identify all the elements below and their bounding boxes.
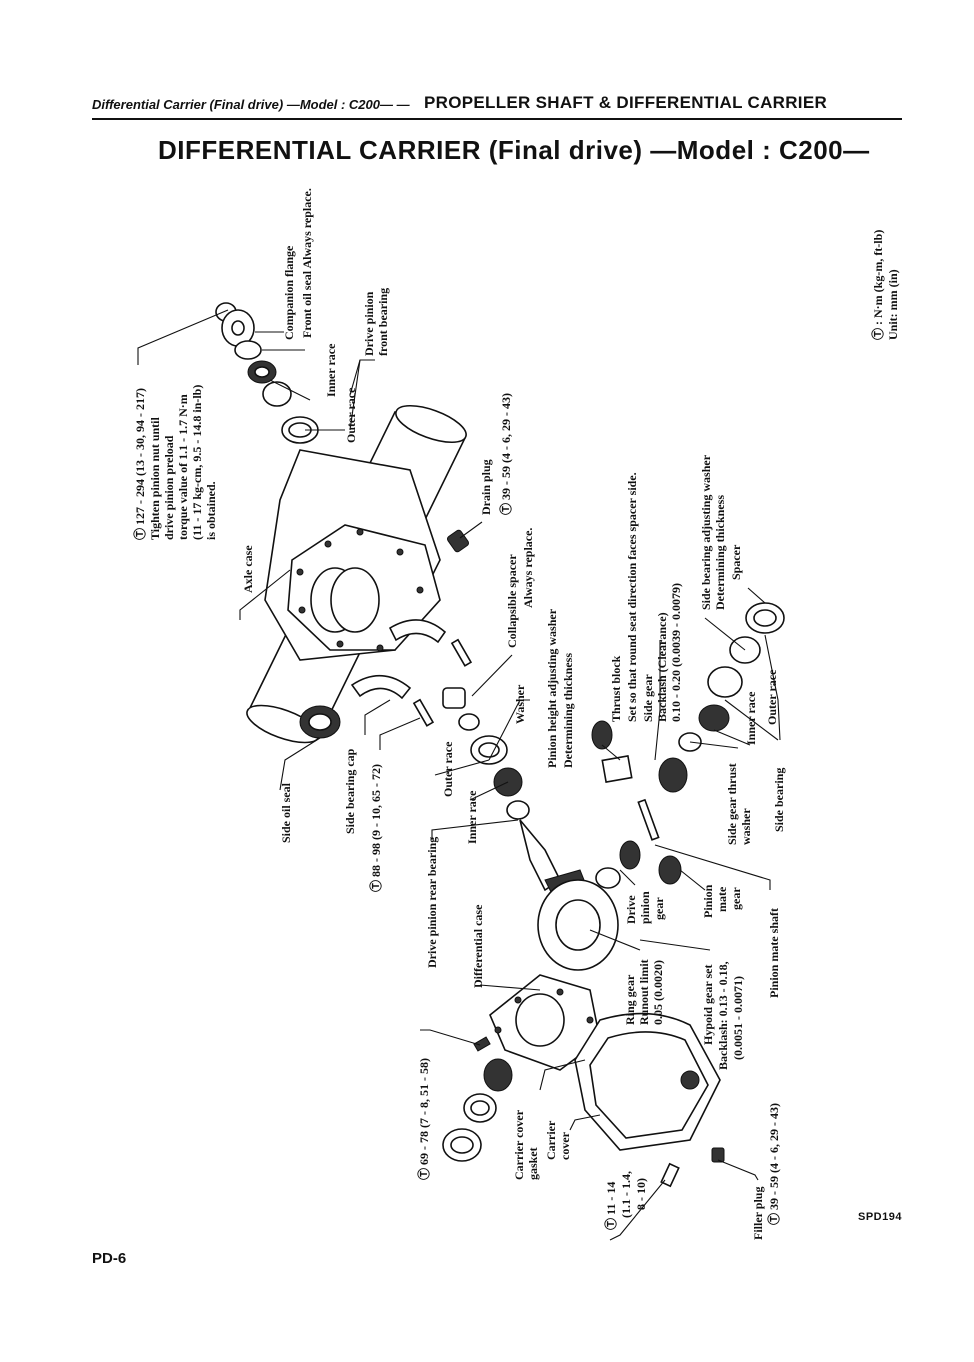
header-chapter-title: PROPELLER SHAFT & DIFFERENTIAL CARRIER xyxy=(424,93,828,112)
header-section-title: Differential Carrier (Final drive) —Mode… xyxy=(92,97,410,112)
label-side-bearing-cap: Side bearing cap xyxy=(343,748,357,834)
legend-unit: Unit: mm (in) xyxy=(886,269,900,340)
label-pinion-nut-note-2: drive pinion preload xyxy=(162,435,176,540)
label-outer-race-rear: Outer race xyxy=(441,741,455,797)
label-collapsible-spacer-2: Always replace. xyxy=(521,528,535,608)
labels: Companion flange Front oil seal Always r… xyxy=(132,188,900,1240)
drive-pinion-and-ring-gear-drawing xyxy=(519,819,621,971)
label-carrier-cover-1: Carrier xyxy=(544,1120,558,1160)
pinion-spacer-washer-drawing xyxy=(442,687,530,820)
label-side-gear-backlash-2: 0.10 - 0.20 (0.0039 - 0.0079) xyxy=(669,583,683,722)
label-inner-race-rear: Inner race xyxy=(465,790,479,844)
label-pinion-mate-shaft: Pinion mate shaft xyxy=(767,908,781,998)
label-drain-plug-torque: Ⓣ 39 - 59 (4 - 6, 29 - 43) xyxy=(498,393,513,515)
label-front-oil-seal: Front oil seal Always replace. xyxy=(300,188,314,338)
side-bearing-caps-drawing xyxy=(299,619,473,739)
label-side-bearing-washer-2: Determining thickness xyxy=(713,495,727,610)
label-pinion-nut-note-4: (11 - 17 kg-cm, 9.5 - 14.8 in-lb) xyxy=(190,385,204,540)
label-side-bearing: Side bearing xyxy=(772,768,786,832)
label-cover-bolt-torque-2: (1.1 - 1.4, xyxy=(619,1171,633,1218)
label-outer-race-side: Outer race xyxy=(765,669,779,725)
drain-plug-drawing xyxy=(446,529,470,553)
carrier-cover-drawing xyxy=(574,1012,725,1188)
label-drive-pinion-gear-2: pinion xyxy=(638,891,652,924)
label-pinion-nut-torque: Ⓣ 127 - 294 (13 - 30, 94 - 217) xyxy=(132,388,147,540)
label-cover-bolt-torque-3: 8 - 10) xyxy=(634,1178,648,1210)
label-carrier-cover-gasket-1: Carrier cover xyxy=(512,1109,526,1180)
label-diff-case-torque: Ⓣ 69 - 78 (7 - 8, 51 - 58) xyxy=(416,1058,431,1180)
label-thrust-block-2: Set so that round seat direction faces s… xyxy=(625,472,639,722)
label-axle-case: Axle case xyxy=(241,545,255,593)
label-filler-plug: Filler plug xyxy=(751,1187,765,1240)
front-pinion-parts-drawing xyxy=(215,302,319,444)
label-side-gear-thrust-washer-2: washer xyxy=(739,808,753,845)
header-rule xyxy=(92,118,902,120)
label-side-bearing-washer-1: Side bearing adjusting washer xyxy=(699,454,713,610)
label-inner-race-side: Inner race xyxy=(744,691,758,745)
label-hypoid-gear-set-2: Backlash: 0.13 - 0.18, xyxy=(716,961,730,1070)
label-side-oil-seal: Side oil seal xyxy=(279,782,293,843)
label-carrier-cover-2: cover xyxy=(558,1131,572,1160)
figure-code: SPD194 xyxy=(858,1211,902,1223)
label-side-gear-thrust-washer-1: Side gear thrust xyxy=(725,763,739,845)
label-pinion-height-washer-2: Determining thickness xyxy=(561,653,575,768)
label-drive-pinion-gear-3: gear xyxy=(652,897,666,920)
label-thrust-block-1: Thrust block xyxy=(609,655,623,722)
page-title: DIFFERENTIAL CARRIER (Final drive) —Mode… xyxy=(158,135,870,165)
label-hypoid-gear-set-1: Hypoid gear set xyxy=(701,965,715,1045)
label-pinion-mate-gear-1: Pinion xyxy=(701,884,715,918)
label-drive-pinion-gear-1: Drive xyxy=(624,895,638,924)
label-side-bearing-cap-torque: Ⓣ 88 - 98 (9 - 10, 65 - 72) xyxy=(368,764,383,892)
label-drain-plug: Drain plug xyxy=(479,459,493,515)
label-pinion-mate-gear-2: mate xyxy=(715,886,729,912)
side-bearing-left-drawing xyxy=(442,1058,513,1162)
label-washer: Washer xyxy=(513,684,527,724)
label-pinion-mate-gear-3: gear xyxy=(729,887,743,910)
label-pinion-height-washer-1: Pinion height adjusting washer xyxy=(545,608,559,768)
label-carrier-cover-gasket-2: gasket xyxy=(526,1147,540,1180)
label-inner-race-front: Inner race xyxy=(324,343,338,397)
label-side-gear: Side gear xyxy=(641,674,655,722)
label-drive-pinion-rear-bearing: Drive pinion rear bearing xyxy=(425,837,439,968)
label-ring-gear-2: Runout limit xyxy=(637,959,651,1025)
label-filler-plug-torque: Ⓣ 39 - 59 (4 - 6, 29 - 43) xyxy=(766,1103,781,1225)
legend-torque: Ⓣ : N·m (kg-m, ft-lb) xyxy=(870,230,885,340)
label-ring-gear-1: Ring gear xyxy=(623,974,637,1025)
label-collapsible-spacer-1: Collapsible spacer xyxy=(505,554,519,648)
label-pinion-nut-note-5: is obtained. xyxy=(204,481,218,540)
label-differential-case: Differential case xyxy=(471,904,485,988)
label-cover-bolt-torque-1: Ⓣ 11 - 14 xyxy=(603,1182,618,1230)
label-companion-flange: Companion flange xyxy=(282,245,296,340)
label-pinion-nut-note-3: torque value of 1.1 - 1.7 N·m xyxy=(176,394,190,540)
label-side-gear-backlash-1: Backlash (Clearance) xyxy=(655,612,669,722)
differential-case-drawing xyxy=(473,974,601,1071)
label-hypoid-gear-set-3: (0.0051 - 0.0071) xyxy=(731,976,745,1060)
page-number: PD-6 xyxy=(92,1250,127,1267)
label-ring-gear-3: 0.05 (0.0020) xyxy=(651,960,665,1025)
leader-lines xyxy=(137,309,781,1241)
label-outer-race-front: Outer race xyxy=(344,387,358,443)
label-spacer: Spacer xyxy=(729,544,743,580)
label-drive-pinion-front-bearing-2: front bearing xyxy=(376,288,390,356)
label-pinion-nut-note-1: Tighten pinion nut until xyxy=(148,416,162,540)
label-drive-pinion-front-bearing-1: Drive pinion xyxy=(362,291,376,356)
axle-case-drawing xyxy=(246,404,467,744)
differential-gears-drawing xyxy=(591,602,785,885)
